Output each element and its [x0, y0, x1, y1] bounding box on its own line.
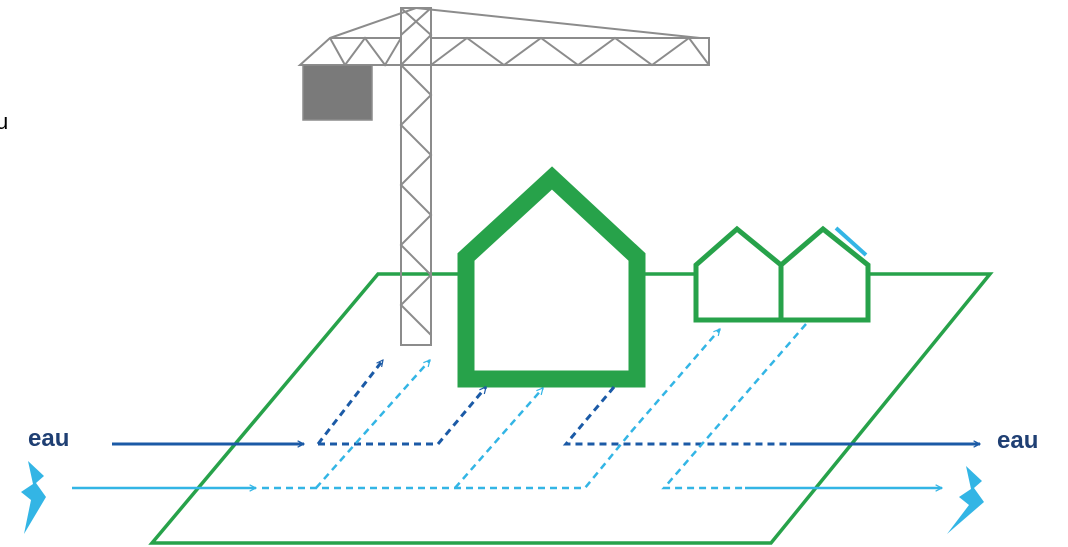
water-network [112, 360, 980, 444]
electricity-solar-return [661, 323, 807, 490]
lightning-bolt-icon [947, 466, 984, 534]
large-house [457, 166, 646, 388]
edge-fragment-text: u [0, 109, 8, 134]
electricity-branch-small-house [630, 329, 721, 433]
electricity-branch-crane [315, 360, 431, 489]
water-in-label: eau [28, 425, 69, 452]
solar-panel [834, 226, 868, 257]
water-return [562, 386, 790, 446]
electricity-main-line [262, 431, 632, 490]
small-house-left [693, 225, 784, 323]
lightning-bolt-icon [21, 461, 46, 534]
electricity-network [72, 323, 942, 490]
water-out-label: eau [997, 427, 1038, 454]
water-branch-crane [316, 360, 385, 445]
water-branch-house [318, 387, 488, 446]
crane-counterweight [302, 64, 373, 121]
electricity-branch-house [454, 388, 544, 489]
small-house-right [778, 225, 871, 323]
